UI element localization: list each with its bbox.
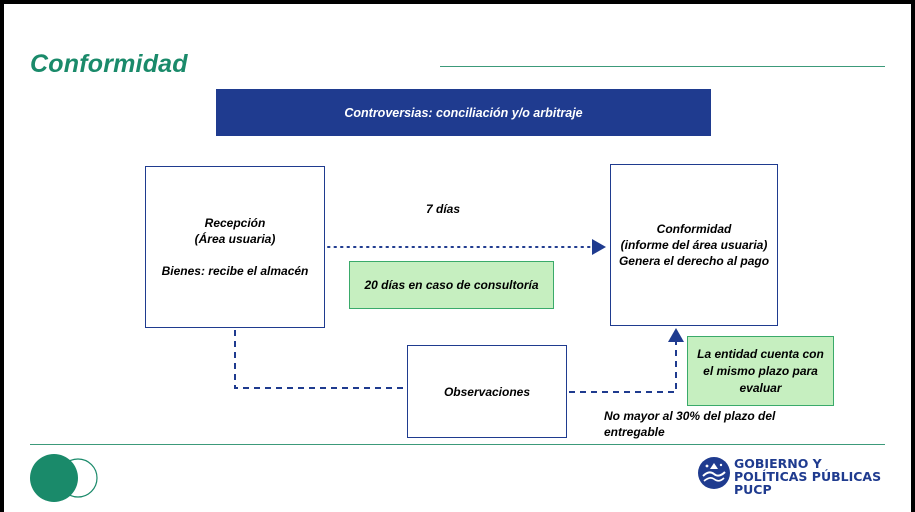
diagram-connectors xyxy=(234,239,684,393)
conformidad-title: Conformidad xyxy=(656,222,732,236)
footer-divider xyxy=(30,444,885,445)
pucp-seal-icon xyxy=(698,457,730,489)
controversias-banner: Controversias: conciliación y/o arbitraj… xyxy=(216,89,711,136)
recepcion-box: Recepción (Área usuaria) Bienes: recibe … xyxy=(145,166,325,328)
recepcion-subtitle: (Área usuaria) xyxy=(194,232,276,246)
dashed-path-to-observaciones xyxy=(234,330,406,389)
slide: Conformidad Controversias: conciliación … xyxy=(4,4,911,512)
slide-title: Conformidad xyxy=(30,50,188,78)
seven-days-label: 7 días xyxy=(426,202,461,216)
decorative-circles xyxy=(30,454,98,502)
brand-line-3: PUCP xyxy=(734,482,772,497)
recepcion-title: Recepción xyxy=(204,216,266,230)
conformidad-box: Conformidad (informe del área usuaria) G… xyxy=(610,164,778,326)
dashed-path-to-conformidad xyxy=(569,336,677,393)
entidad-note: La entidad cuenta con el mismo plazo par… xyxy=(687,336,834,406)
brand-line-1: GOBIERNO Y xyxy=(734,456,822,471)
observaciones-box: Observaciones xyxy=(407,345,567,438)
recepcion-bienes: Bienes: recibe el almacén xyxy=(161,264,309,278)
consultoria-note: 20 días en caso de consultoría xyxy=(349,261,554,309)
conformidad-pago: Genera el derecho al pago xyxy=(618,254,770,268)
brand-name: GOBIERNO Y POLÍTICAS PÚBLICAS PUCP xyxy=(734,457,881,496)
brand-line-2: POLÍTICAS PÚBLICAS xyxy=(734,469,882,484)
observaciones-label: Observaciones xyxy=(443,384,531,399)
no-mayor-label: No mayor al 30% del plazo del entregable xyxy=(604,409,776,439)
gobierno-pucp-logo: GOBIERNO Y POLÍTICAS PÚBLICAS PUCP xyxy=(697,453,897,499)
conformidad-subtitle: (informe del área usuaria) xyxy=(620,238,768,252)
title-divider xyxy=(440,66,885,67)
